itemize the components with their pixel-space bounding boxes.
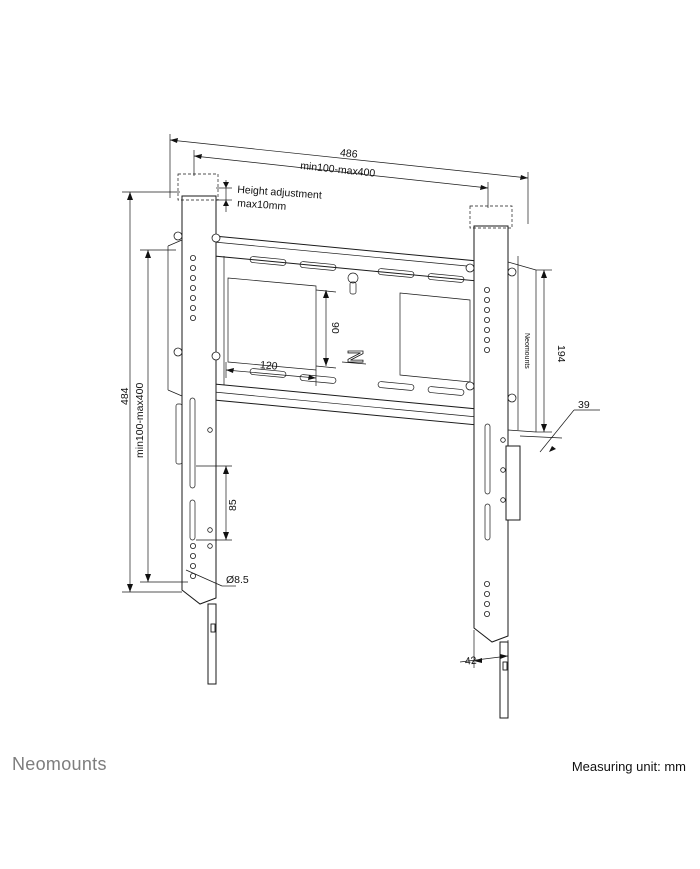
dim-total-width: 486 [339,147,358,161]
dim-arm-width: 42 [464,655,477,668]
dim-hole-spacing-vertical: 90 [329,322,341,334]
measuring-unit-note: Measuring unit: mm [571,759,686,774]
dim-hole-diameter: Ø8.5 [226,574,249,586]
strap-logo-tags [210,623,508,671]
dimension-lines [122,134,600,668]
dim-height-adjust-line2: max10mm [237,197,287,212]
dim-total-height: 484 [119,387,131,405]
dim-wall-depth: 39 [578,399,590,411]
brand-logo: Neomounts [12,754,107,774]
left-arm [167,173,221,685]
dim-slot-length: 85 [227,499,239,511]
dim-vesa-width: min100-max400 [300,160,376,180]
left-arm-holes [189,254,213,580]
dim-hole-spacing-horizontal: 120 [260,359,279,372]
wall-plate-slots [249,256,465,396]
wall-plate: N [213,235,489,427]
dimension-labels: 486 min100-max400 Height adjustment max1… [119,147,590,668]
right-arm-holes [483,286,506,618]
dim-depth-height: 194 [555,345,567,363]
keyhole-icon [347,272,359,295]
logo-n-mark: N [344,349,368,364]
dim-height-adjust-line1: Height adjustment [237,184,322,202]
right-arm: Neomounts [465,205,537,719]
dim-vesa-height: min100-max400 [134,383,146,458]
side-brand-mark: Neomounts [523,333,530,369]
